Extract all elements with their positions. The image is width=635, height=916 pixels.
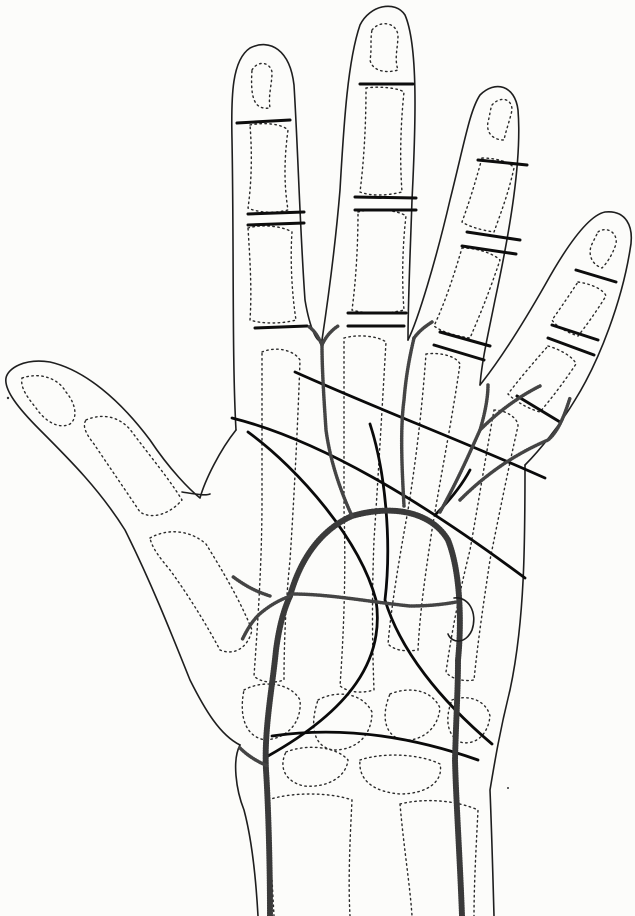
ring-crease-3a	[440, 332, 490, 346]
digital-artery-ring	[440, 385, 488, 512]
middle-distal-phalanx	[370, 24, 398, 72]
thumb-metacarpal	[150, 532, 252, 652]
ring-distal-phalanx	[488, 99, 512, 140]
index-distal-phalanx	[252, 63, 272, 108]
fate-line	[370, 424, 492, 744]
ulna-bone	[400, 801, 478, 916]
little-distal-phalanx	[590, 230, 616, 268]
wrist-radial-edge	[236, 745, 258, 916]
index-middle-phalanx	[248, 124, 288, 213]
thumb-branch	[232, 576, 270, 596]
ring-finger-outline	[408, 87, 519, 385]
little-crease-2a	[552, 325, 598, 340]
thumb-proximal-phalanx	[84, 416, 182, 515]
radius-bone	[268, 794, 352, 916]
middle-middle-phalanx	[360, 87, 404, 195]
ring-crease-2b	[462, 246, 516, 254]
index-finger-outline	[232, 45, 322, 430]
paper-speck	[7, 397, 9, 399]
ring-middle-phalanx	[462, 158, 514, 232]
little-crease-2b	[548, 338, 594, 355]
arteries	[232, 322, 570, 916]
digital-artery-index	[322, 345, 352, 516]
index-crease-1	[237, 120, 290, 123]
carpal-capitate	[314, 694, 372, 750]
hand-outline	[6, 6, 631, 916]
carpal-hamate	[385, 690, 440, 740]
little-finger-outline	[480, 212, 631, 465]
thumb-outline	[6, 361, 240, 745]
index-proximal-phalanx	[248, 226, 296, 323]
little-crease-3	[517, 396, 560, 422]
index-crease-3	[255, 326, 307, 328]
index-crease-2b	[248, 223, 304, 225]
ring-crease-3b	[434, 345, 484, 360]
little-proximal-phalanx	[508, 346, 576, 412]
head-line	[232, 418, 525, 578]
ring-crease-2a	[467, 232, 520, 240]
digital-artery-index-left	[308, 326, 322, 345]
digital-artery-middle-right	[414, 322, 432, 338]
middle-proximal-phalanx	[352, 210, 406, 313]
palm-lines	[232, 372, 545, 760]
thumb-crease-fold	[182, 492, 210, 495]
middle-crease-2a	[355, 197, 416, 198]
carpal-row-lower	[360, 755, 441, 794]
little-crease-1	[576, 270, 616, 282]
carpal-lunate	[283, 747, 348, 786]
paper-speck-2	[507, 787, 509, 789]
ulnar-artery	[455, 660, 462, 916]
index-crease-2a	[248, 212, 304, 214]
